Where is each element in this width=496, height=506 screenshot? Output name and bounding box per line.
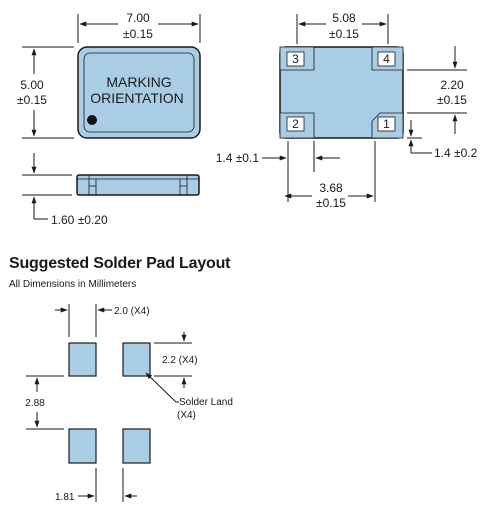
bottom-view: 3 4 2 1 5.08 ±0.15 2.20 ±0.15 1.4 ±0.1 1… (216, 11, 478, 210)
solder-pad-layout: 2.0 (X4) 2.2 (X4) 2.88 1.81 Solder Land … (25, 304, 233, 503)
pin-number-2: 2 (292, 117, 299, 131)
marking-label-line2: ORIENTATION (90, 90, 184, 106)
top-view: MARKING ORIENTATION 7.00 ±0.15 5.00 ±0.1… (17, 11, 201, 139)
top-width-tolerance: ±0.15 (123, 27, 153, 41)
pin-box (286, 116, 305, 132)
package-top-inner (83, 52, 195, 133)
pad-left-width-label: 1.4 ±0.1 (216, 151, 260, 165)
side-thickness-label: 1.60 ±0.20 (51, 213, 108, 227)
solder-layout-title: Suggested Solder Pad Layout (9, 255, 231, 272)
pin-box (377, 51, 396, 67)
pin1-dot-icon (87, 115, 97, 125)
package-top-outline (77, 46, 201, 139)
pitch-value: 5.08 (332, 11, 356, 25)
solder-land-label-line1: Solder Land (179, 397, 233, 408)
top-width-value: 7.00 (126, 11, 150, 25)
pad-height-label: 2.2 (X4) (162, 355, 198, 366)
solder-land-top-right (122, 342, 151, 377)
top-height-value: 5.00 (20, 78, 44, 92)
solder-land-bottom-left (68, 428, 97, 464)
pin-box (286, 51, 305, 67)
side-view: 1.60 ±0.20 (22, 153, 200, 227)
inner-gap-tolerance: ±0.15 (316, 196, 346, 210)
inner-gap-value: 3.68 (319, 181, 343, 195)
package-side-outline (76, 174, 200, 196)
leader-line (145, 372, 177, 403)
pad-height-tolerance: ±0.15 (437, 93, 467, 107)
marking-label-line1: MARKING (106, 74, 171, 90)
solder-land-top-left (68, 342, 97, 377)
top-height-tolerance: ±0.15 (17, 93, 47, 107)
solder-land-bottom-right (122, 428, 151, 464)
solder-layout-subtitle: All Dimensions in Millimeters (9, 279, 137, 290)
vertical-pitch-label: 2.88 (25, 398, 45, 409)
pin-number-4: 4 (383, 52, 390, 66)
horizontal-gap-label: 1.81 (55, 492, 75, 503)
pad-height-value: 2.20 (440, 78, 464, 92)
pin-number-3: 3 (292, 52, 299, 66)
pin-box (377, 116, 396, 132)
pad-width-label: 2.0 (X4) (114, 306, 150, 317)
pin-number-1: 1 (383, 117, 390, 131)
pad-right-width-label: 1.4 ±0.2 (434, 146, 478, 160)
solder-land-label-line2: (X4) (177, 410, 196, 421)
pitch-tolerance: ±0.15 (329, 27, 359, 41)
